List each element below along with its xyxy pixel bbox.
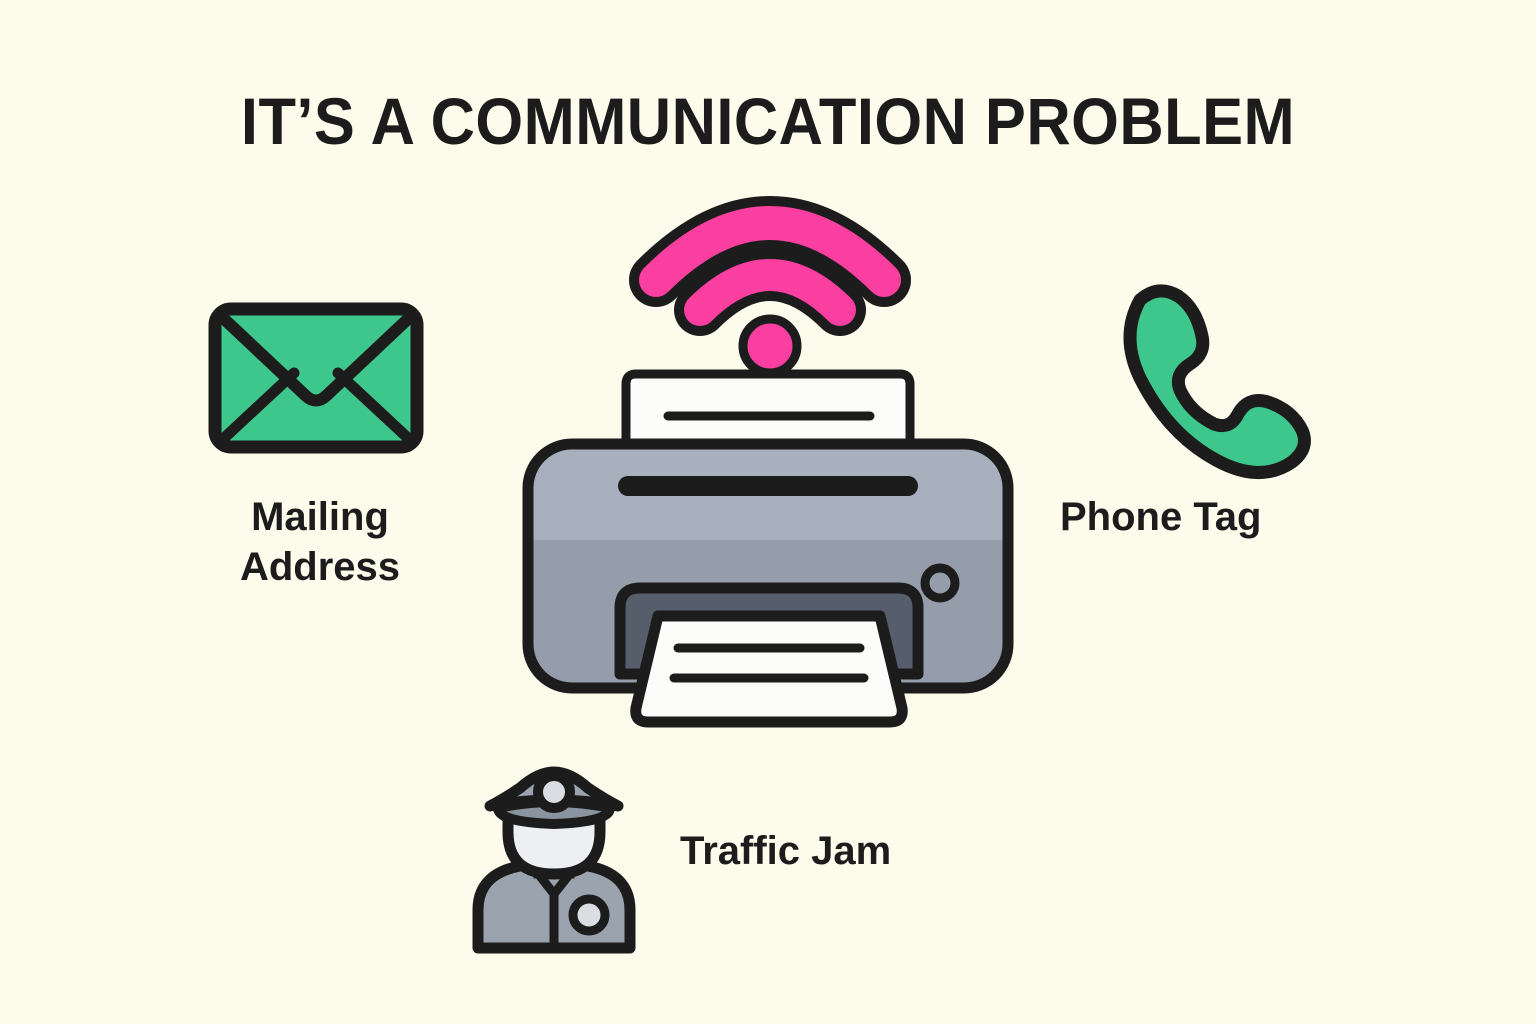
wifi-icon (629, 196, 911, 378)
page-title: IT’S A COMMUNICATION PROBLEM (240, 84, 1296, 158)
envelope-body (208, 302, 424, 454)
wifi-arc-outer (639, 206, 901, 297)
label-traffic-jam: Traffic Jam (680, 829, 892, 873)
paper-output-sheet (630, 610, 908, 728)
envelope-fold-left (216, 367, 300, 446)
label-phone-tag: Phone Tag (1060, 495, 1262, 539)
label-mailing-address: Mailing Address (239, 495, 401, 589)
envelope-fold-right (332, 367, 416, 446)
officer-cap-badge (533, 771, 575, 813)
police-officer-icon (464, 762, 644, 954)
envelope-flap-line (216, 311, 416, 407)
wireless-printer-icon (498, 188, 1038, 748)
officer-chest-badge (568, 894, 610, 936)
wifi-dot (738, 314, 802, 378)
phone-handset-body (1123, 284, 1311, 479)
phone-handset-icon (1110, 278, 1320, 479)
printer-feed-slot (618, 476, 918, 496)
wifi-arc-inner (684, 259, 856, 326)
envelope-icon (206, 300, 426, 456)
status-light-icon[interactable] (920, 563, 960, 603)
printer-paper-output (630, 610, 908, 728)
